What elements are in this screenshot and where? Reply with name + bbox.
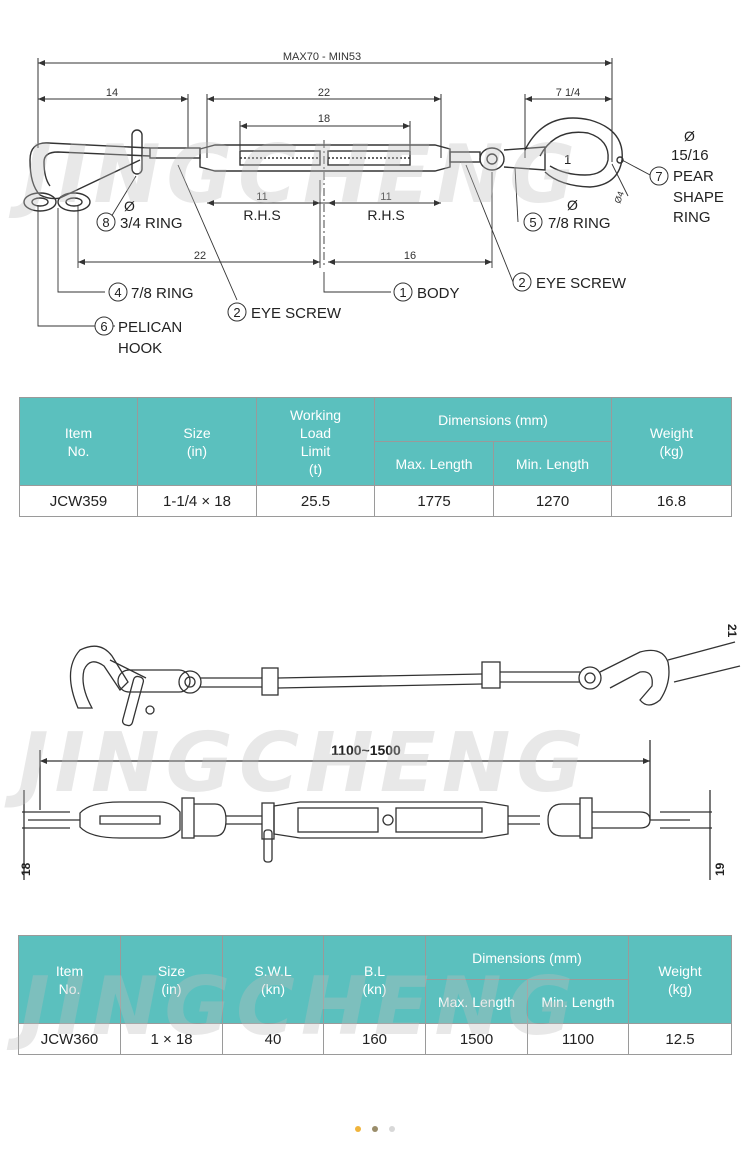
callout-7-line2: SHAPE (673, 189, 724, 206)
turnbuckle-diagram-1: MAX70 - MIN53 14 22 18 7 1/4 11 11 R.H.S… (23, 51, 724, 357)
dim-phi-4: Ø4 (612, 190, 626, 205)
header-weight: Weight(kg) (628, 935, 732, 1024)
table-row: JCW360 1 × 18 40 160 1500 1100 12.5 (18, 1023, 732, 1055)
pagination-dot-1[interactable] (355, 1126, 361, 1132)
callout-6-line2: HOOK (118, 340, 162, 357)
header-bl: B.L(kn) (323, 935, 426, 1024)
pagination-dot-2[interactable] (372, 1126, 378, 1132)
callout-4-number: 4 (114, 285, 121, 300)
callout-2a-number: 2 (233, 305, 240, 320)
dim-11-right: 11 (380, 191, 391, 203)
cell-weight: 12.5 (628, 1023, 732, 1055)
cell-wll: 25.5 (256, 485, 375, 517)
header-max-length: Max. Length (374, 441, 494, 486)
dim-19-right: 19 (713, 862, 727, 876)
rhs-left: R.H.S (243, 207, 280, 223)
dim-22-top: 22 (318, 87, 330, 99)
callout-6-line1: PELICAN (118, 319, 182, 336)
cell-item: JCW359 (19, 485, 138, 517)
pagination-dots (355, 1126, 395, 1132)
header-dimensions: Dimensions (mm) (425, 935, 629, 980)
dim-22-low: 22 (194, 250, 206, 262)
dim-18: 18 (318, 113, 330, 125)
callout-1-number: 1 (399, 285, 406, 300)
callout-4-label: 7/8 RING (131, 285, 194, 302)
dim-11-left: 11 (256, 191, 267, 203)
cell-min-length: 1100 (527, 1023, 629, 1055)
cell-max-length: 1500 (425, 1023, 528, 1055)
cell-swl: 40 (222, 1023, 324, 1055)
pear-ring-inner-label: 1 (564, 152, 571, 167)
callout-2b-number: 2 (518, 275, 525, 290)
cell-weight: 16.8 (611, 485, 732, 517)
callout-7-line1: PEAR (673, 168, 714, 185)
callout-8-phi: Ø (124, 198, 135, 214)
dim-21: 21 (725, 624, 739, 638)
callout-7-size: 15/16 (671, 147, 709, 164)
header-max-length: Max. Length (425, 979, 528, 1024)
callout-1-label: BODY (417, 285, 460, 302)
cell-max-length: 1775 (374, 485, 494, 517)
header-min-length: Min. Length (493, 441, 612, 486)
dim-14: 14 (106, 87, 118, 99)
callout-2b-label: EYE SCREW (536, 275, 627, 292)
turnbuckle-diagram-2: 1100~1500 21 18 19 (19, 624, 741, 880)
cell-item: JCW360 (18, 1023, 121, 1055)
header-size: Size(in) (120, 935, 223, 1024)
cell-bl: 160 (323, 1023, 426, 1055)
pagination-dot-3[interactable] (389, 1126, 395, 1132)
cell-size: 1-1/4 × 18 (137, 485, 257, 517)
callout-8-label: 3/4 RING (120, 215, 183, 232)
rhs-right: R.H.S (367, 207, 404, 223)
callout-5-label: 7/8 RING (548, 215, 611, 232)
callout-7-line3: RING (673, 209, 711, 226)
callout-5-phi: Ø (567, 197, 578, 213)
callout-7-phi: Ø (684, 128, 695, 144)
dim-16: 16 (404, 250, 416, 262)
dim-7-1-4: 7 1/4 (556, 87, 580, 99)
callout-5-number: 5 (529, 215, 536, 230)
callout-7-number: 7 (655, 169, 662, 184)
callout-2a-label: EYE SCREW (251, 305, 342, 322)
header-min-length: Min. Length (527, 979, 629, 1024)
header-swl: S.W.L(kn) (222, 935, 324, 1024)
callout-6-number: 6 (100, 319, 107, 334)
header-weight: Weight(kg) (611, 397, 732, 486)
dim-length-range: 1100~1500 (331, 742, 401, 758)
cell-size: 1 × 18 (120, 1023, 223, 1055)
header-dimensions: Dimensions (mm) (374, 397, 612, 442)
dim-18-left: 18 (19, 862, 33, 876)
header-size: Size(in) (137, 397, 257, 486)
dim-overall: MAX70 - MIN53 (283, 51, 361, 63)
table-row: JCW359 1-1/4 × 18 25.5 1775 1270 16.8 (19, 485, 732, 517)
callout-8-number: 8 (102, 215, 109, 230)
cell-min-length: 1270 (493, 485, 612, 517)
